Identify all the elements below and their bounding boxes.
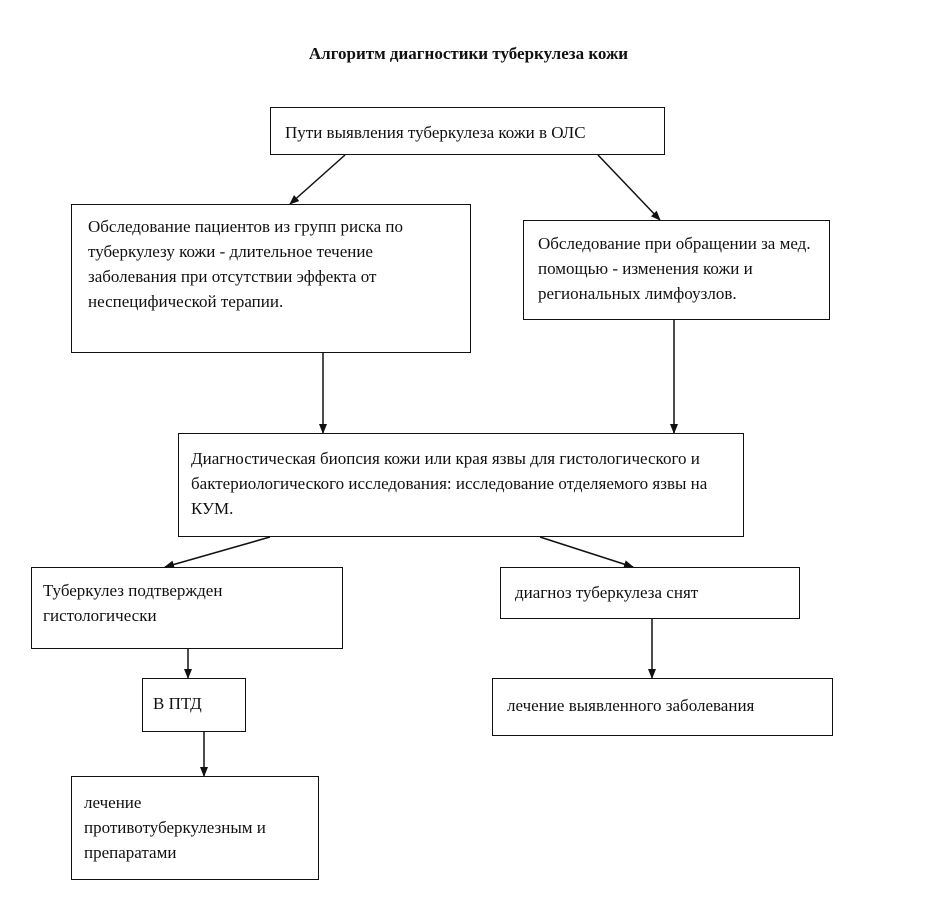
node-treat-other: лечение выявленного заболевания	[492, 678, 833, 736]
arrow-biopsy-to-confirmed	[164, 536, 271, 569]
arrow-paths-to-visit	[597, 154, 661, 221]
node-ptd-text: В ПТД	[153, 694, 202, 713]
node-biopsy-text: Диагностическая биопсия кожи или края яз…	[191, 449, 708, 518]
node-treat-tb-text: лечение противотуберкулезным и препарата…	[84, 793, 266, 862]
node-ruled-out-text: диагноз туберкулеза снят	[515, 583, 699, 602]
node-treat-other-text: лечение выявленного заболевания	[507, 696, 755, 715]
node-medical-visit: Обследование при обращении за мед. помощ…	[523, 220, 830, 320]
diagram-title: Алгоритм диагностики туберкулеза кожи	[308, 44, 629, 63]
node-confirmed-text: Туберкулез подтвержден гистологически	[43, 581, 223, 625]
node-ptd: В ПТД	[142, 678, 246, 732]
node-paths-text: Пути выявления туберкулеза кожи в ОЛС	[285, 123, 586, 142]
node-ruled-out: диагноз туберкулеза снят	[500, 567, 800, 619]
node-risk-groups-text: Обследование пациентов из групп риска по…	[88, 217, 404, 311]
node-paths: Пути выявления туберкулеза кожи в ОЛС	[270, 107, 665, 155]
arrow-paths-to-risk	[289, 154, 346, 205]
node-biopsy: Диагностическая биопсия кожи или края яз…	[178, 433, 744, 537]
node-medical-visit-text: Обследование при обращении за мед. помощ…	[538, 234, 811, 303]
node-risk-groups: Обследование пациентов из групп риска по…	[71, 204, 471, 353]
node-treat-tb: лечение противотуберкулезным и препарата…	[71, 776, 319, 880]
arrow-biopsy-to-ruled-out	[539, 536, 634, 569]
node-confirmed: Туберкулез подтвержден гистологически	[31, 567, 343, 649]
